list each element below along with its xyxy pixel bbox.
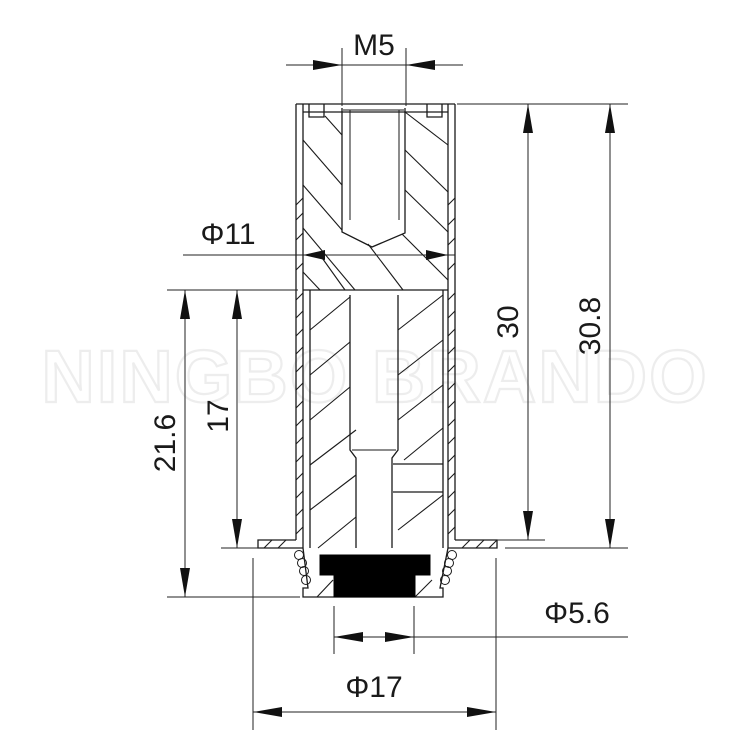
dim-phi11: Φ11 — [183, 218, 455, 260]
dim-30-8: 30.8 — [505, 103, 628, 549]
svg-text:17: 17 — [202, 399, 235, 432]
svg-text:M5: M5 — [353, 29, 395, 62]
rubber-seal — [319, 554, 431, 598]
svg-text:30: 30 — [492, 305, 525, 338]
dim-phi5-6: Φ5.6 — [333, 597, 628, 654]
dim-m5: M5 — [286, 29, 463, 106]
tube-hatch-left — [295, 197, 304, 535]
thread-bore — [341, 108, 406, 248]
outer-tube — [257, 103, 498, 549]
flange-left — [257, 539, 303, 549]
dim-21-6: 21.6 — [149, 289, 300, 598]
watermark: NINGBO BRANDO — [41, 335, 708, 418]
svg-text:Φ5.6: Φ5.6 — [544, 597, 610, 630]
svg-text:30.8: 30.8 — [574, 297, 607, 355]
fixed-core — [302, 104, 449, 291]
svg-text:Φ11: Φ11 — [200, 218, 255, 251]
spring-coils — [294, 550, 457, 585]
plunger — [302, 290, 449, 598]
dim-17: 17 — [202, 290, 260, 549]
dim-phi17: Φ17 — [252, 558, 497, 730]
dim-30: 30 — [457, 103, 545, 541]
tube-hatch-right — [447, 197, 456, 535]
svg-text:Φ17: Φ17 — [345, 671, 402, 704]
svg-text:21.6: 21.6 — [149, 414, 182, 472]
flange-right — [448, 539, 498, 549]
